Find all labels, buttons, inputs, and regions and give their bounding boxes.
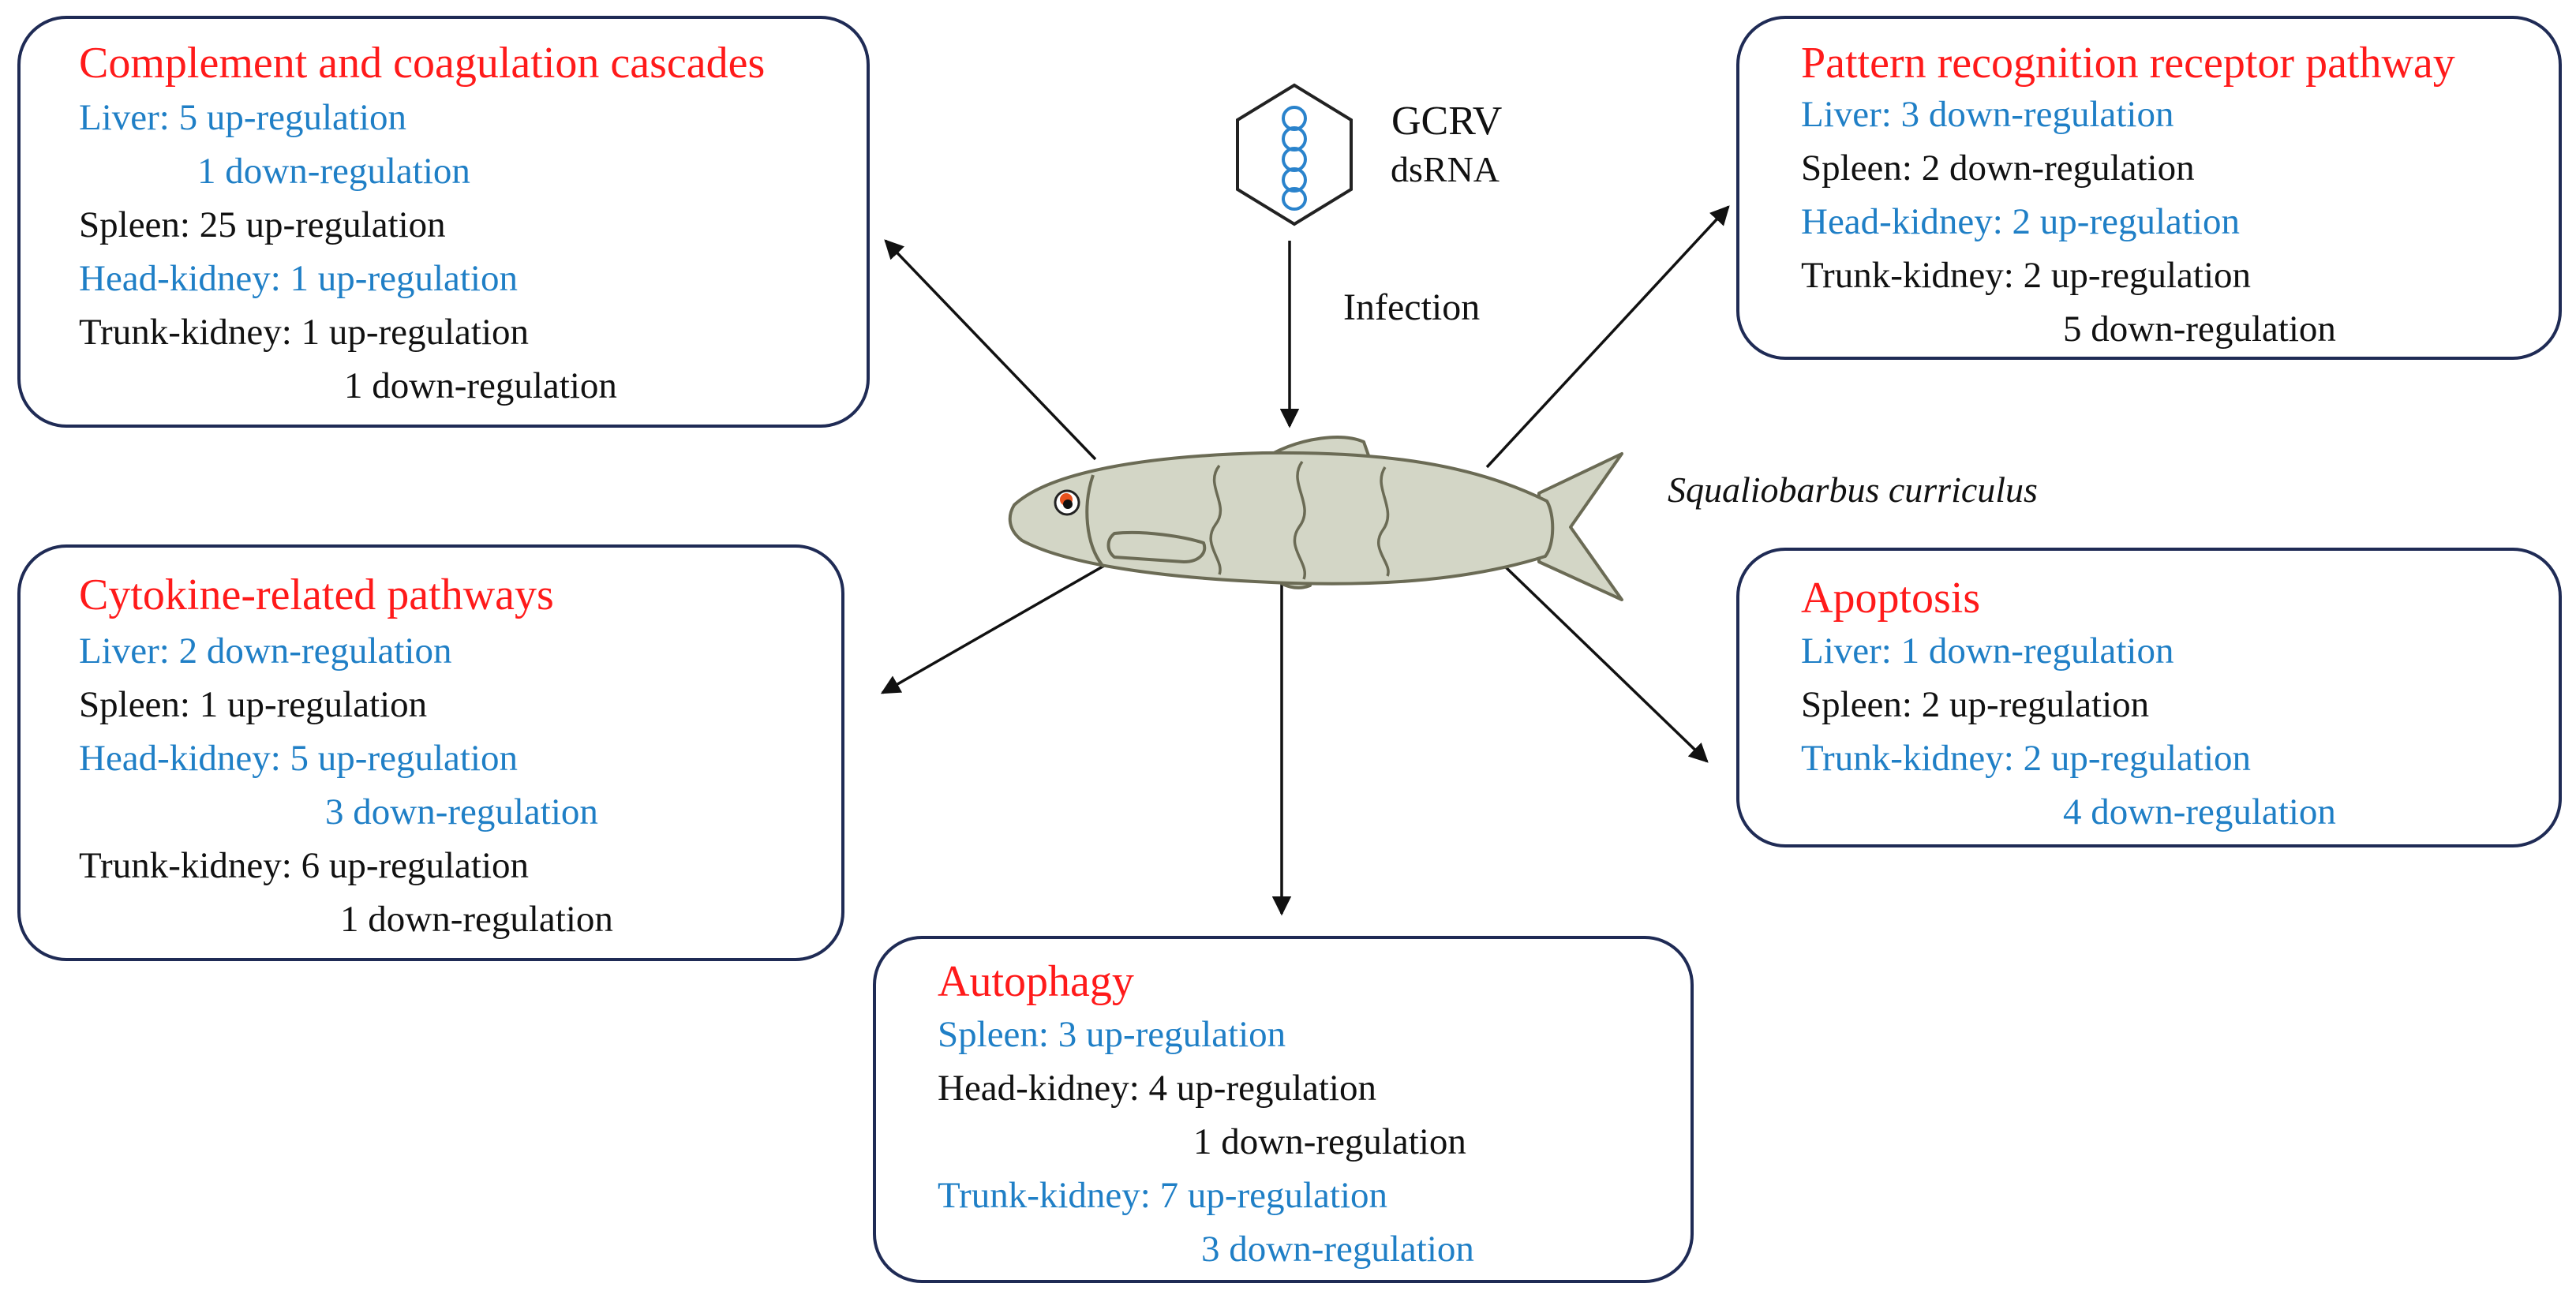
virus-type-label: dsRNA (1391, 149, 1500, 189)
complement-line-4: Head-kidney: 1 up-regulation (79, 258, 518, 299)
fish-illustration (1008, 436, 1623, 601)
cytokine-line-1: Liver: 2 down-regulation (79, 630, 452, 672)
complement-line-5: Trunk-kidney: 1 up-regulation (79, 312, 530, 353)
prr-title: Pattern recognition receptor pathway (1801, 39, 2455, 88)
complement-box: Complement and coagulation cascades Live… (17, 16, 870, 428)
complement-line-2: 1 down-regulation (197, 151, 470, 192)
cytokine-line-4: 3 down-regulation (325, 791, 598, 832)
arrow-to-prr (1485, 205, 1730, 469)
arrow-to-complement (884, 239, 1097, 461)
autophagy-line-2: Head-kidney: 4 up-regulation (938, 1068, 1376, 1109)
autophagy-line-5: 3 down-regulation (1201, 1229, 1474, 1270)
infection-label: Infection (1343, 286, 1481, 328)
cytokine-line-5: Trunk-kidney: 6 up-regulation (79, 845, 530, 886)
prr-line-3: Head-kidney: 2 up-regulation (1801, 201, 2240, 242)
cytokine-box: Cytokine-related pathways Liver: 2 down-… (17, 544, 844, 961)
complement-line-1: Liver: 5 up-regulation (79, 97, 407, 138)
cytokine-line-2: Spleen: 1 up-regulation (79, 684, 428, 725)
arrow-to-apoptosis (1481, 543, 1709, 763)
apoptosis-box: Apoptosis Liver: 1 down-regulation Splee… (1736, 548, 2562, 847)
complement-line-3: Spleen: 25 up-regulation (79, 204, 446, 245)
cytokine-line-3: Head-kidney: 5 up-regulation (79, 738, 518, 779)
prr-box: Pattern recognition receptor pathway Liv… (1736, 16, 2562, 360)
prr-line-4: Trunk-kidney: 2 up-regulation (1801, 255, 2252, 296)
cytokine-title: Cytokine-related pathways (79, 571, 554, 619)
cytokine-line-6: 1 down-regulation (340, 899, 613, 940)
autophagy-line-3: 1 down-regulation (1193, 1121, 1466, 1162)
autophagy-line-1: Spleen: 3 up-regulation (938, 1014, 1286, 1055)
apoptosis-title: Apoptosis (1801, 574, 1981, 623)
apoptosis-line-2: Spleen: 2 up-regulation (1801, 684, 2150, 725)
apoptosis-line-3: Trunk-kidney: 2 up-regulation (1801, 738, 2252, 779)
hexagon-dna-icon (1236, 83, 1353, 226)
autophagy-line-4: Trunk-kidney: 7 up-regulation (938, 1175, 1388, 1216)
autophagy-box: Autophagy Spleen: 3 up-regulation Head-k… (873, 936, 1694, 1283)
apoptosis-line-1: Liver: 1 down-regulation (1801, 630, 2174, 672)
prr-line-1: Liver: 3 down-regulation (1801, 94, 2174, 135)
arrow-to-cytokine (880, 552, 1125, 694)
prr-line-2: Spleen: 2 down-regulation (1801, 148, 2195, 189)
autophagy-title: Autophagy (938, 957, 1134, 1006)
complement-title: Complement and coagulation cascades (79, 39, 766, 88)
species-label: Squaliobarbus curriculus (1668, 470, 2038, 510)
complement-line-6: 1 down-regulation (344, 365, 617, 406)
virus-name-label: GCRV (1391, 99, 1503, 144)
prr-line-5: 5 down-regulation (2063, 309, 2336, 350)
apoptosis-line-4: 4 down-regulation (2063, 791, 2336, 832)
